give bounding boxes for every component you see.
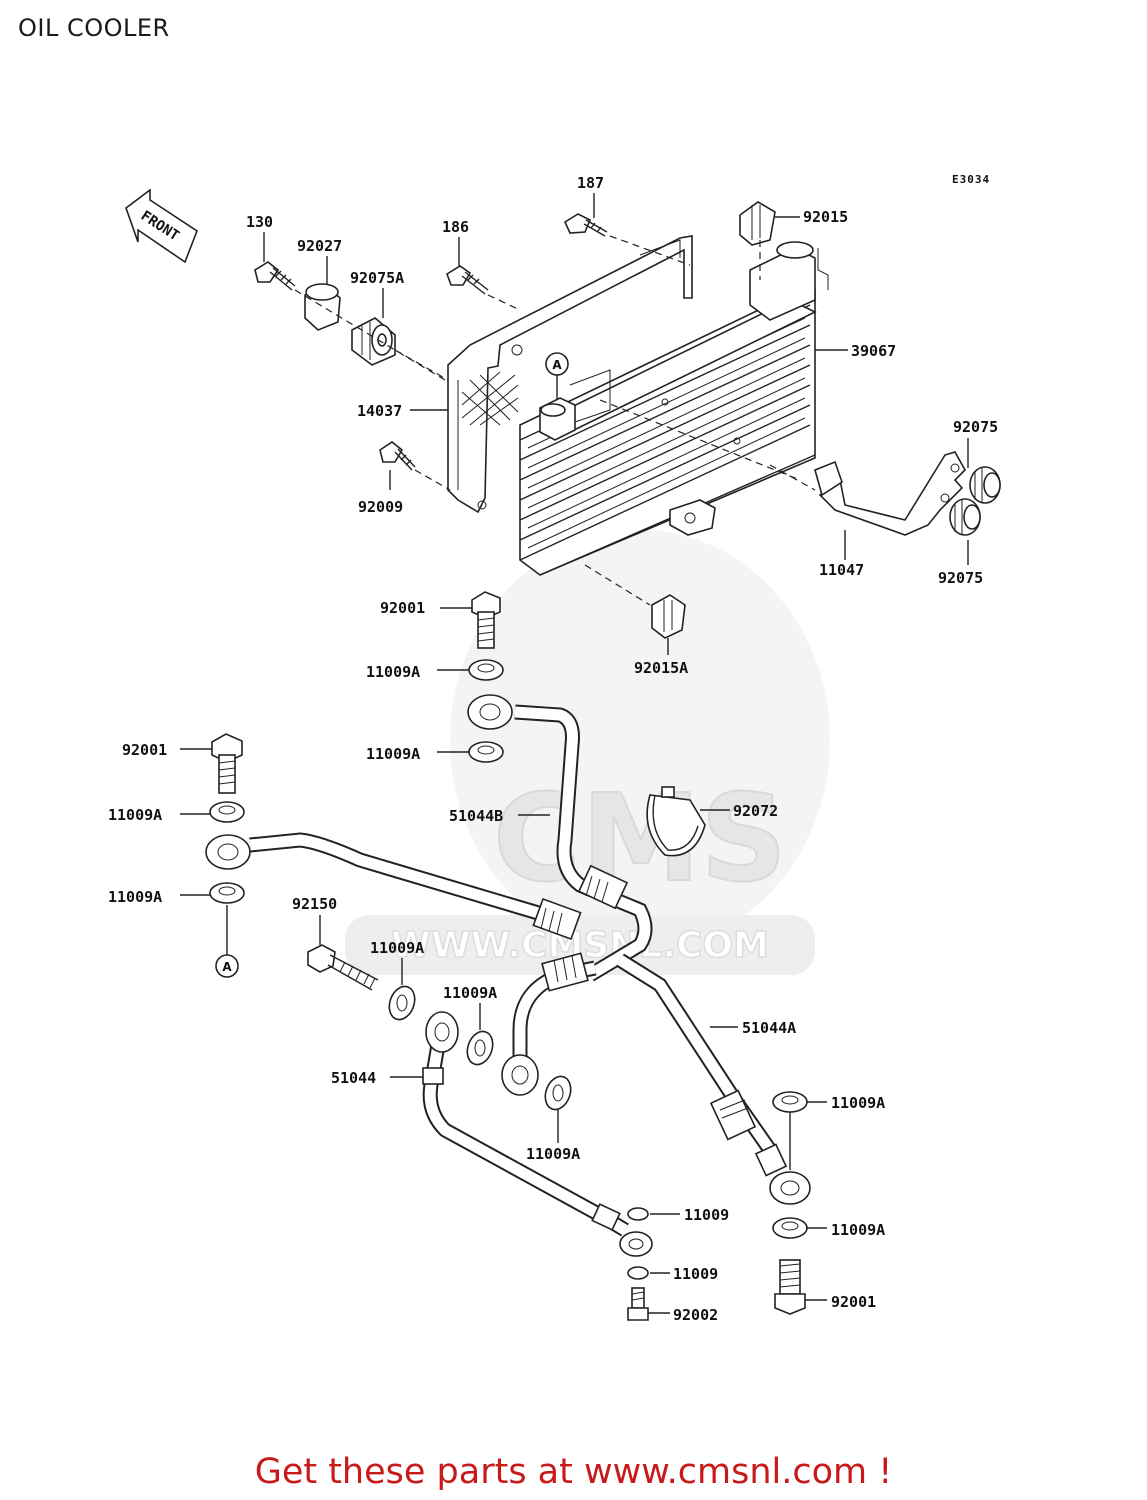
callout-92075-bottom: 92075 [938,569,983,587]
grommet-92075-lower [949,498,981,536]
cooler-bracket [447,235,693,514]
bolt-186 [446,265,489,295]
washer-11009-2 [627,1266,649,1280]
bolt-92002 [627,1287,649,1321]
callout-187: 187 [577,174,604,192]
washer-11009-1 [627,1207,649,1221]
svg-text:A: A [552,358,562,372]
screw-92009 [379,441,416,471]
collar-92027 [304,283,341,331]
callout-11009A-6: 11009A [443,984,497,1002]
callout-11047: 11047 [819,561,864,579]
banjo-bolt-92001-upper [471,591,501,649]
callout-92015A: 92015A [634,659,688,677]
callout-92009: 92009 [358,498,403,516]
washer-11009A-8 [772,1091,808,1113]
callout-92001-right: 92001 [831,1293,876,1311]
nut-92015A [651,594,686,639]
union-bolt-92150 [307,944,379,991]
callout-11009A-3: 11009A [108,806,162,824]
callout-11009A-7: 11009A [526,1145,580,1163]
callout-92072: 92072 [733,802,778,820]
washer-11009A-6 [466,1030,494,1066]
callout-92150: 92150 [292,895,337,913]
callout-14037: 14037 [357,402,402,420]
callout-11009A-2: 11009A [366,745,420,763]
diagram-code: E3034 [952,173,990,186]
callout-92015: 92015 [803,208,848,226]
callout-92001-left: 92001 [122,741,167,759]
oil-cooler-core [519,241,829,576]
reference-marker-a-bottom: A [215,905,239,978]
callout-92075A: 92075A [350,269,404,287]
callout-51044A: 51044A [742,1019,796,1037]
footer-promo-link[interactable]: Get these parts at www.cmsnl.com ! [254,1452,893,1492]
washer-11009A-3 [209,801,245,823]
callout-39067: 39067 [851,342,896,360]
banjo-bolt-92001-right [774,1259,806,1315]
callout-11009A-8: 11009A [831,1094,885,1112]
washer-11009A-9 [772,1217,808,1239]
leader-lines [180,193,969,1314]
bolt-130 [254,261,296,291]
washer-11009A-2 [468,741,504,763]
grommet-92075A [351,317,396,366]
callout-51044: 51044 [331,1069,376,1087]
oil-hose-51044A [616,953,811,1205]
oil-hose-left-feed [205,832,582,941]
side-bracket [814,451,966,536]
watermark-brand: CMS [493,770,787,909]
callout-92002: 92002 [673,1306,718,1324]
washer-11009A-4 [209,882,245,904]
reference-marker-a-top: A [545,352,569,400]
watermark: CMS WWW.CMSNL.COM [345,530,830,975]
callout-11009A-9: 11009A [831,1221,885,1239]
callout-11009A-1: 11009A [366,663,420,681]
callout-11009A-4: 11009A [108,888,162,906]
callout-labels: 130 92027 92075A 186 187 92015 39067 140… [108,174,998,1324]
washer-11009A-7 [544,1075,572,1111]
callout-92001-upper: 92001 [380,599,425,617]
oil-hose-return-mid [501,952,597,1096]
callout-51044B: 51044B [449,807,503,825]
callout-11009-1: 11009 [684,1206,729,1224]
washer-11009A-5 [388,985,416,1021]
nut-92015 [739,201,776,246]
banjo-bolt-92001-left [211,733,243,794]
oil-hose-51044 [422,1011,653,1257]
watermark-url: WWW.CMSNL.COM [391,925,769,966]
callout-92027: 92027 [297,237,342,255]
svg-text:A: A [222,960,232,974]
hose-clamp-92072 [646,786,706,857]
callout-11009A-5: 11009A [370,939,424,957]
page-title: OIL COOLER [18,14,170,42]
callout-11009-2: 11009 [673,1265,718,1283]
front-arrow-icon: FRONT [125,188,198,264]
oil-hose-51044B [467,694,653,982]
callout-130: 130 [246,213,273,231]
washer-11009A-1 [468,659,504,681]
callout-186: 186 [442,218,469,236]
callout-92075-top: 92075 [953,418,998,436]
grommet-92075-upper [969,466,1001,504]
bolt-187 [563,213,608,237]
